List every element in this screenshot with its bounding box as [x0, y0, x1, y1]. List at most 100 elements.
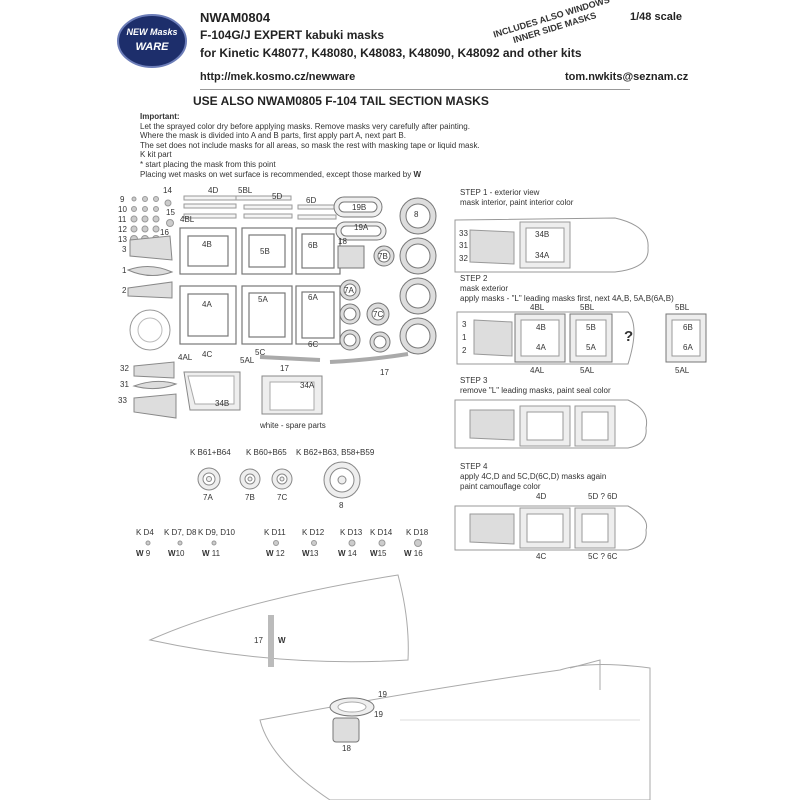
part-label: 4AL	[178, 353, 193, 362]
wet-mask-label: W 12	[266, 549, 285, 558]
step-label: 3	[462, 320, 467, 329]
kit-part-label: K D18	[406, 528, 429, 537]
step-label: 6A	[683, 343, 693, 352]
part-label: 33	[118, 396, 127, 405]
part-label: 4D	[208, 186, 219, 195]
step-label: 33	[459, 229, 468, 238]
part-label: 2	[122, 286, 127, 295]
part-label: 7A	[344, 286, 354, 295]
kit-part-label: K D4	[136, 528, 154, 537]
part-label: 5D	[272, 192, 283, 201]
instruction-line: K kit part	[140, 150, 172, 160]
part-label: 11	[118, 215, 127, 224]
step-label: 32	[459, 254, 468, 263]
step-label: 4BL	[530, 303, 545, 312]
part-label: 16	[160, 228, 169, 237]
part-label: 1	[122, 266, 127, 275]
part-label: 17	[280, 364, 289, 373]
instruction-line: Where the mask is divided into A and B p…	[140, 131, 406, 141]
part-label: 6A	[308, 293, 318, 302]
part-label: 4C	[202, 350, 213, 359]
wheel-part-label: 7C	[277, 493, 288, 502]
step-label: 5C ? 6C	[588, 552, 618, 561]
step-label: 31	[459, 241, 468, 250]
part-label: 8	[414, 210, 419, 219]
new-ware-logo: NEW Masks WARE	[116, 12, 188, 70]
part-label: 3	[122, 245, 127, 254]
kit-part-label: K D9, D10	[198, 528, 235, 537]
part-label: 10	[118, 205, 127, 214]
kit-list: for Kinetic K48077, K48080, K48083, K480…	[200, 46, 582, 60]
part-label: 34B	[215, 399, 230, 408]
part-label: 4BL	[180, 215, 195, 224]
step-label: 5BL	[675, 303, 690, 312]
wet-mask-label: W 9	[136, 549, 151, 558]
part-label: 7C	[373, 310, 384, 319]
step-label: ?	[624, 328, 634, 345]
part-label: 6D	[306, 196, 317, 205]
kit-part-label: K D12	[302, 528, 325, 537]
step-label: 4B	[536, 323, 546, 332]
part-label: 32	[120, 364, 129, 373]
step-label: 1	[462, 333, 467, 342]
svg-text:WARE: WARE	[136, 41, 170, 53]
part-label: 5C	[255, 348, 266, 357]
part-label: 6C	[308, 340, 319, 349]
step-label: 2	[462, 346, 467, 355]
spare-parts-note: white - spare parts	[260, 421, 326, 430]
step-label: 5AL	[675, 366, 690, 375]
part-label: 7B	[378, 252, 388, 261]
profile-label: 19	[378, 690, 387, 699]
profile-label: W	[278, 636, 286, 645]
part-label: 19B	[352, 203, 367, 212]
step-label: 5D ? 6D	[588, 492, 618, 501]
part-label: 34A	[300, 381, 315, 390]
profile-label: 19	[374, 710, 383, 719]
part-label: 14	[163, 186, 172, 195]
part-label: 5BL	[238, 186, 253, 195]
step-label: 5B	[586, 323, 596, 332]
step-label: 4D	[536, 492, 547, 501]
scale-label: 1/48 scale	[630, 11, 682, 23]
kit-part-label: K D7, D8	[164, 528, 197, 537]
part-label: 6B	[308, 241, 318, 250]
instructions: Important: Let the sprayed color dry bef…	[140, 112, 480, 179]
part-label: 17	[380, 368, 389, 377]
part-label: 31	[120, 380, 129, 389]
website-link[interactable]: http://mek.kosmo.cz/newware	[200, 71, 356, 83]
kit-part-label: K D11	[264, 528, 286, 537]
step-label: 5A	[586, 343, 596, 352]
wet-mask-label: W15	[370, 549, 387, 558]
product-code: NWAM0804	[200, 10, 271, 25]
instruction-line: The set does not include masks for all a…	[140, 140, 480, 150]
wet-mask-label: W13	[302, 549, 319, 558]
part-label: 12	[118, 225, 127, 234]
wheel-part-label: 8	[339, 501, 344, 510]
kit-part-label: K D14	[370, 528, 393, 537]
part-label: 18	[338, 237, 347, 246]
wheel-part-label: 7B	[245, 493, 255, 502]
wheel-part-label: 7A	[203, 493, 213, 502]
part-label: 19A	[354, 223, 369, 232]
instructions-heading: Important:	[140, 112, 180, 121]
step-label: 6B	[683, 323, 693, 332]
step-label: 5AL	[580, 366, 595, 375]
step-label: 4AL	[530, 366, 545, 375]
wet-mask-label: W 14	[338, 549, 357, 558]
part-label: 5A	[258, 295, 268, 304]
header-divider	[200, 89, 630, 90]
kit-part-label: K D13	[340, 528, 363, 537]
wet-mask-label: W10	[168, 549, 185, 558]
instruction-line: Let the sprayed color dry before applyin…	[140, 121, 470, 131]
email-link[interactable]: tom.nwkits@seznam.cz	[565, 71, 689, 83]
wet-mask-label: W 16	[404, 549, 423, 558]
step-label: 4A	[536, 343, 546, 352]
wheel-kit-label: K B60+B65	[246, 448, 287, 457]
wheel-kit-label: K B61+B64	[190, 448, 231, 457]
part-label: 15	[166, 208, 175, 217]
